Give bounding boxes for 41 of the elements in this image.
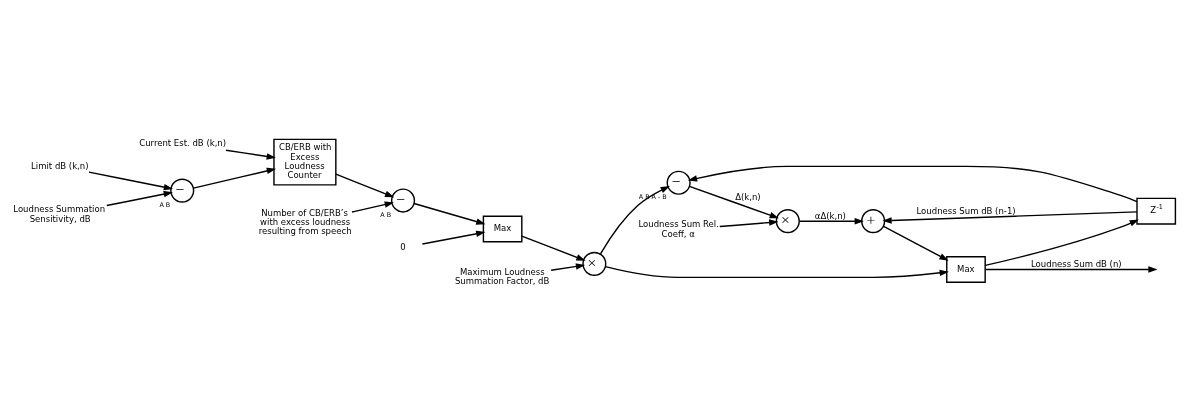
node-circle: + (861, 208, 886, 233)
node-text: Loudness Sum Rel. Coeff, α (638, 218, 719, 239)
arrow (882, 225, 949, 261)
node-circle: − (666, 170, 691, 195)
node-box: Max (946, 255, 986, 283)
arrow (687, 165, 1138, 202)
arrow (688, 185, 779, 218)
node-text: Limit dB (k,n) (31, 160, 89, 171)
arrow (798, 217, 864, 224)
node-circle: × (775, 208, 800, 233)
node-text: Number of CB/ERB’s with excess loudness resulting from speech (258, 207, 352, 236)
arrow (335, 173, 395, 197)
arrow (521, 234, 586, 261)
node-circle: − (390, 187, 416, 213)
node-text: Loudness Summation Sensitivity, dB (13, 203, 106, 224)
edge-label: Δ(k,n) (735, 191, 761, 202)
arrow (421, 230, 486, 245)
arrow (192, 167, 276, 189)
node-circle: − (170, 178, 195, 203)
node-text: 0 (400, 241, 406, 252)
node-box: Z$^{-1}$ (1136, 197, 1177, 225)
arrow (413, 202, 486, 225)
node-text: Maximum Loudness Summation Factor, dB (454, 266, 550, 286)
node-box: CB/ERB with Excess Loudness Counter (273, 138, 337, 186)
node-box: Max (482, 215, 523, 242)
arrow (550, 262, 586, 271)
arrow (984, 219, 1139, 266)
arrow (106, 190, 173, 206)
node-text: Current Est. dB (k,n) (139, 137, 227, 148)
edge-label: αΔ(k,n) (814, 210, 846, 221)
arrow (984, 265, 1158, 273)
edge-label: Loudness Sum dB (n-1) (916, 205, 1016, 216)
arrow (719, 218, 779, 227)
arrow (599, 185, 670, 255)
edge-label: Loudness Sum dB (n) (1031, 258, 1122, 269)
arrow (225, 149, 276, 160)
arrow (351, 200, 394, 213)
arrow (88, 170, 174, 190)
node-circle: × (582, 251, 607, 276)
arrow (882, 210, 1138, 224)
arrow (604, 265, 949, 278)
